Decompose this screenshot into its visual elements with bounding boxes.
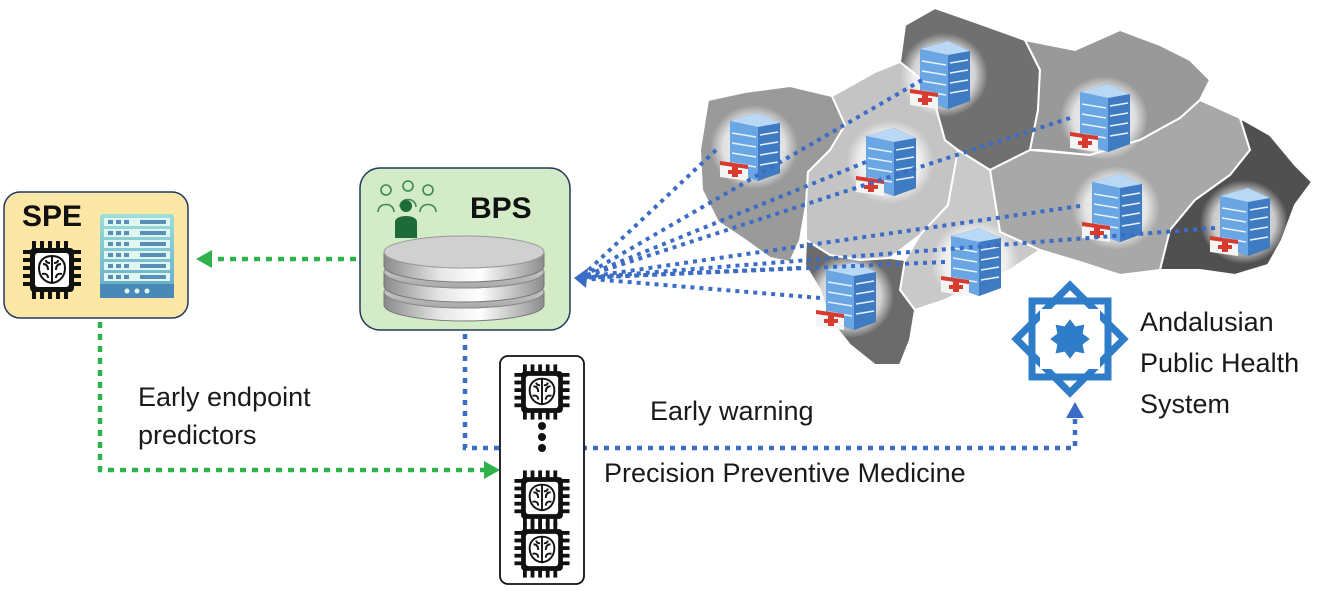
bps-title: BPS bbox=[470, 192, 532, 225]
flow-line bbox=[579, 204, 1081, 280]
label-line: predictors bbox=[138, 420, 257, 450]
hospital-icon bbox=[899, 32, 989, 118]
flow-line bbox=[579, 226, 1216, 280]
arrow-spe-to-models bbox=[97, 322, 486, 473]
spe-node bbox=[3, 191, 189, 319]
label-line: Andalusian bbox=[1140, 307, 1274, 337]
early-warning-label: Early warning bbox=[650, 396, 814, 426]
flow-line bbox=[579, 266, 801, 280]
hospital-icon bbox=[845, 119, 935, 205]
processor-brain-icon bbox=[22, 240, 82, 300]
arrowhead-into-spe bbox=[196, 250, 212, 268]
hospital-data-flows bbox=[578, 78, 1216, 300]
hospital-icon bbox=[709, 104, 799, 190]
person-highlight-icon bbox=[395, 200, 417, 238]
models-box bbox=[499, 355, 585, 585]
arrowhead-into-health-system bbox=[1066, 402, 1084, 418]
ellipsis-dot bbox=[538, 433, 546, 441]
flow-line bbox=[579, 160, 867, 280]
bps-node bbox=[359, 167, 571, 331]
flow-line bbox=[578, 78, 924, 280]
label-line: Early endpoint bbox=[138, 382, 311, 412]
health-system-label: Andalusian Public Health System bbox=[1140, 302, 1299, 425]
processor-brain-icon bbox=[513, 469, 571, 527]
arrow-bps-to-health-system bbox=[462, 334, 1078, 451]
spe-title: SPE bbox=[22, 200, 83, 233]
flow-line bbox=[578, 148, 718, 280]
hospital-icon bbox=[1059, 75, 1149, 161]
server-rack-icon bbox=[100, 214, 174, 298]
flow-line bbox=[579, 276, 821, 300]
hospital-icon bbox=[1199, 179, 1289, 265]
database-icon bbox=[383, 235, 545, 322]
people-group-icon bbox=[377, 180, 437, 213]
label-line: System bbox=[1140, 389, 1231, 419]
models-stack bbox=[499, 355, 585, 585]
arrowhead-into-models bbox=[484, 461, 500, 479]
precision-medicine-label: Precision Preventive Medicine bbox=[604, 458, 966, 488]
ellipsis-dot bbox=[538, 444, 546, 452]
early-endpoint-predictors-label: Early endpoint predictors bbox=[138, 378, 311, 454]
ellipsis-dot bbox=[538, 422, 546, 430]
processor-brain-icon bbox=[513, 521, 571, 579]
arrowhead-into-bps bbox=[574, 268, 588, 288]
label-line: Public Health bbox=[1140, 348, 1300, 378]
processor-brain-icon bbox=[513, 363, 571, 421]
andalusian-star-logo-icon bbox=[1011, 280, 1129, 398]
